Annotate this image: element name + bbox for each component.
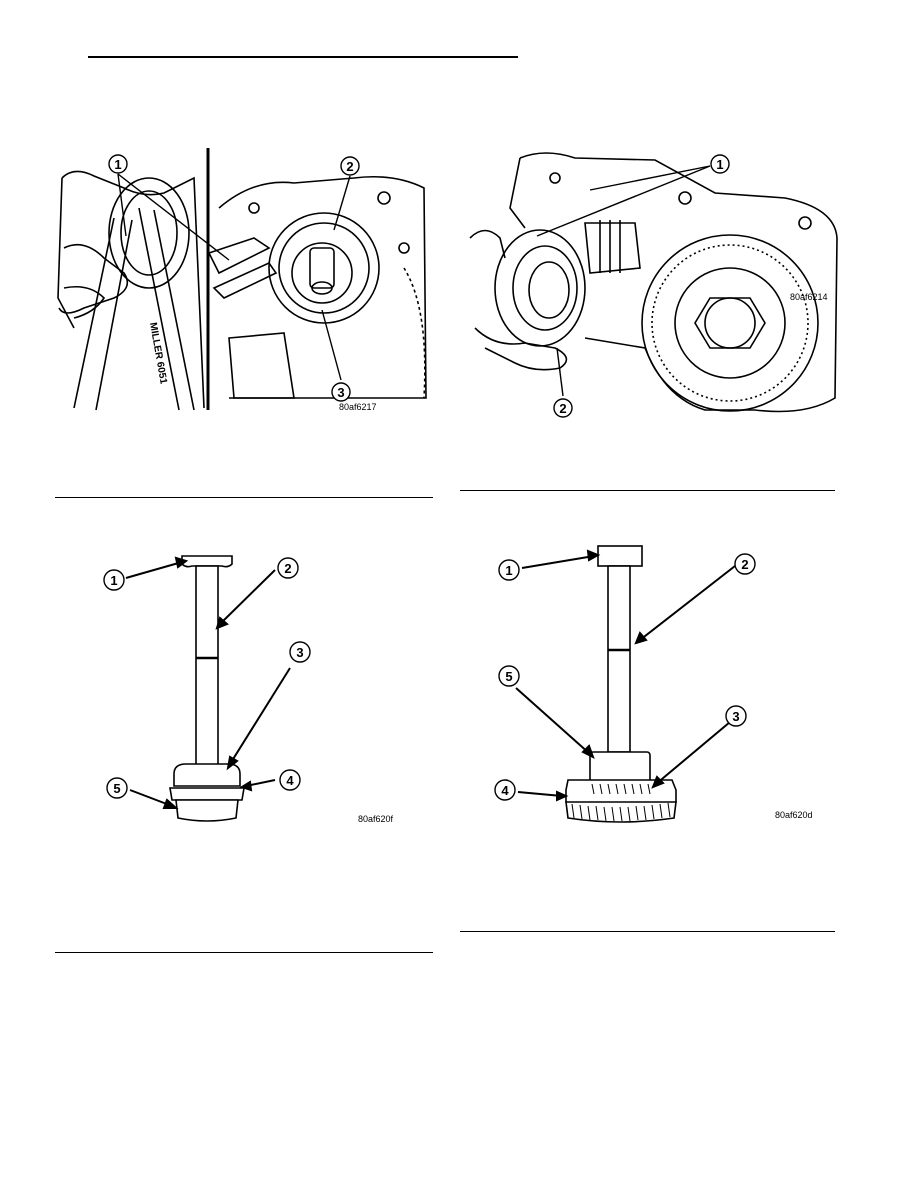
callout-1: 1 (710, 154, 730, 174)
callout-2: 2 (277, 557, 299, 579)
divider-left-bottom (55, 952, 433, 953)
figure-code: 80af620d (775, 810, 813, 820)
callout-2: 2 (734, 553, 756, 575)
tool-label: MILLER 6051 (147, 322, 169, 386)
callout-2: 2 (340, 156, 360, 176)
callout-4: 4 (279, 769, 301, 791)
callout-2: 2 (553, 398, 573, 418)
callout-1: 1 (103, 569, 125, 591)
callout-5: 5 (106, 777, 128, 799)
figure-code: 80af6217 (339, 402, 377, 412)
illustration-bearing-retainer: 1 2 (469, 152, 838, 418)
svg-text:3: 3 (732, 709, 739, 724)
svg-text:1: 1 (114, 157, 121, 172)
header-rule (88, 56, 518, 58)
svg-text:2: 2 (346, 159, 353, 174)
svg-text:1: 1 (716, 157, 723, 172)
svg-text:4: 4 (286, 773, 294, 788)
svg-text:5: 5 (505, 669, 512, 684)
illustration-bearing-installer: 1 2 3 4 5 (494, 545, 756, 823)
callout-1: 1 (108, 154, 128, 174)
divider-right-top (460, 490, 835, 491)
svg-text:4: 4 (501, 783, 509, 798)
callout-3: 3 (725, 705, 747, 727)
callout-4: 4 (494, 779, 516, 801)
svg-text:1: 1 (505, 563, 512, 578)
figure-seal-installer: 1 2 3 4 5 80af620f (90, 548, 420, 828)
callout-1: 1 (498, 559, 520, 581)
figure-snap-ring-removal: 1 2 3 MILLER 6051 80af6217 (54, 148, 434, 413)
illustration-snap-ring-pliers: 1 2 3 MILLER 6051 (57, 148, 427, 411)
svg-text:2: 2 (559, 401, 566, 416)
figure-bearing-installer: 1 2 3 4 5 80af620d (480, 540, 820, 830)
divider-left-top (55, 497, 433, 498)
svg-text:1: 1 (110, 573, 117, 588)
svg-text:3: 3 (296, 645, 303, 660)
figure-bearing-retainer: 1 2 80af6214 (465, 148, 840, 420)
figure-code: 80af620f (358, 814, 394, 824)
callout-3: 3 (289, 641, 311, 663)
figure-code: 80af6214 (790, 292, 828, 302)
svg-text:2: 2 (741, 557, 748, 572)
svg-text:3: 3 (337, 385, 344, 400)
svg-text:5: 5 (113, 781, 120, 796)
illustration-seal-installer: 1 2 3 4 5 (103, 555, 311, 822)
callout-3: 3 (331, 382, 351, 402)
callout-5: 5 (498, 665, 520, 687)
svg-text:2: 2 (284, 561, 291, 576)
divider-right-bottom (460, 931, 835, 932)
